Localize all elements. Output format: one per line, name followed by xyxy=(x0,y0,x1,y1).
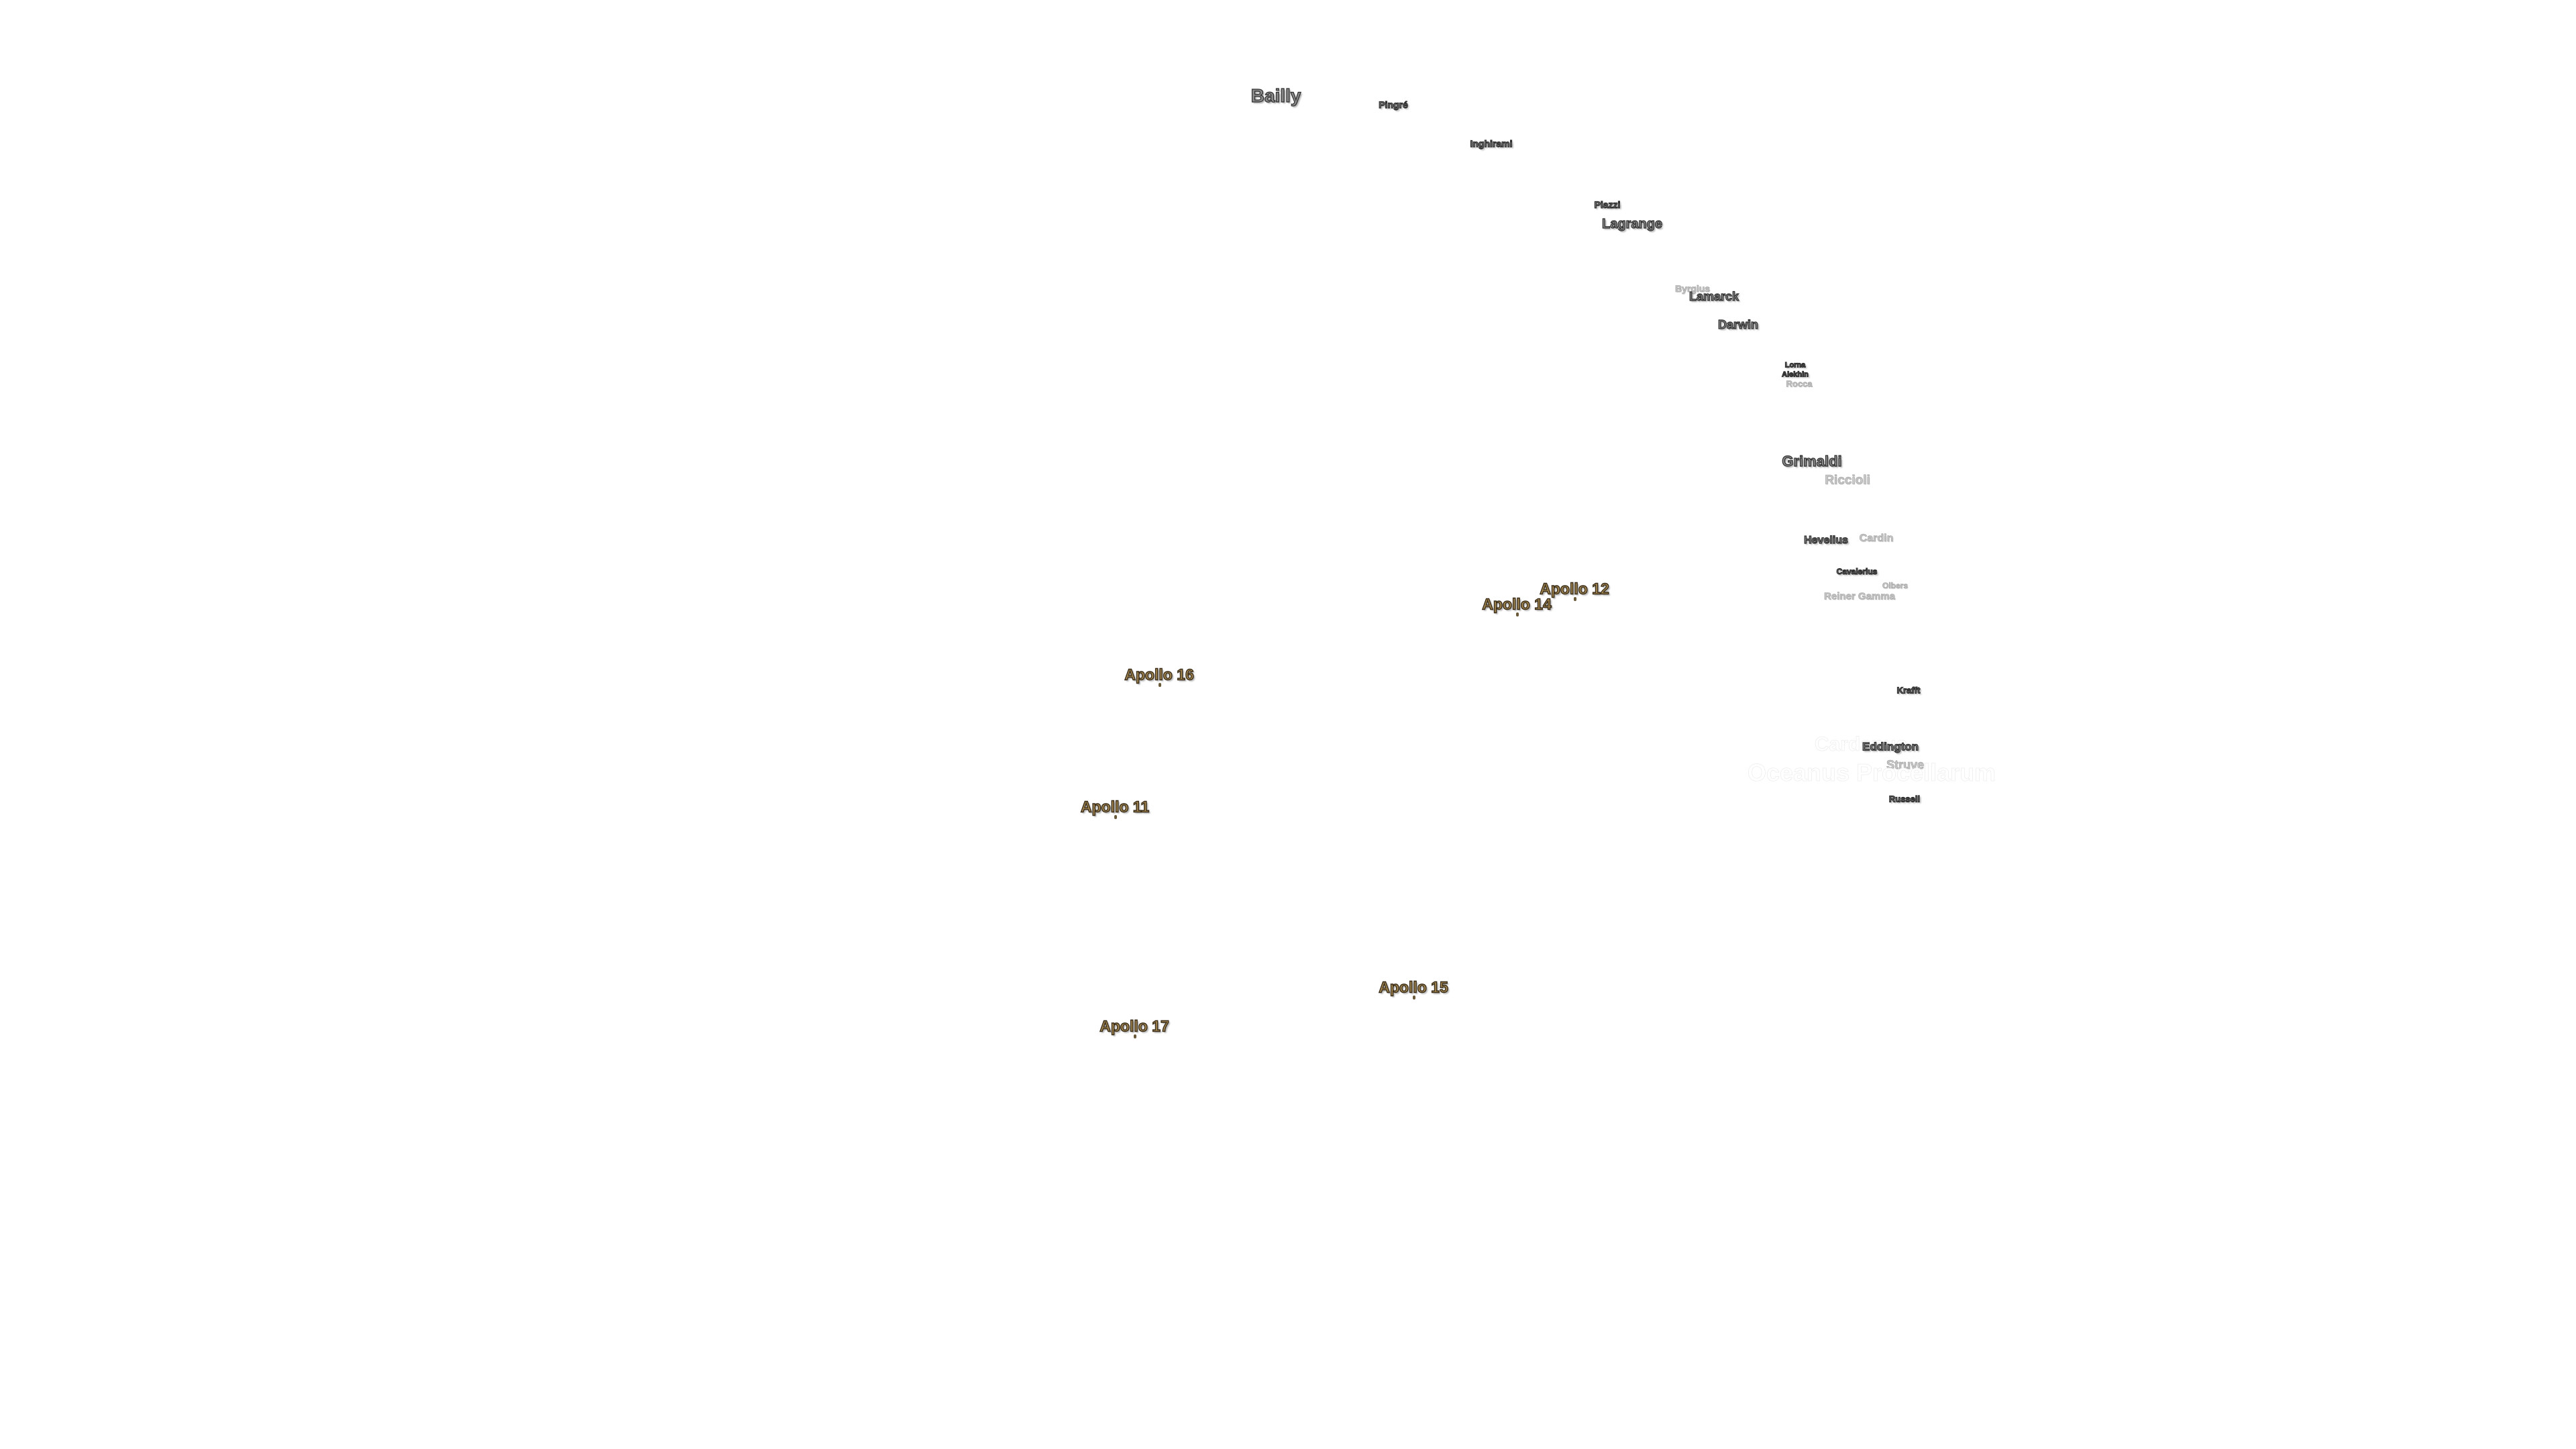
crater-label-lorna: Lorna xyxy=(1784,361,1806,370)
landing-site-marker-apollo-16[interactable] xyxy=(1159,683,1161,687)
crater-label-cardin: Cardin xyxy=(1859,533,1894,544)
landing-site-marker-apollo-14[interactable] xyxy=(1516,612,1519,616)
landing-site-marker-apollo-12[interactable] xyxy=(1574,597,1576,601)
crater-label-rocca: Rocca xyxy=(1786,378,1813,389)
crater-label-darwin: Darwin xyxy=(1717,318,1759,331)
crater-label-eddington: Eddington xyxy=(1862,740,1919,753)
landing-site-label-apollo-11[interactable]: Apollo 11 xyxy=(1080,798,1150,816)
landing-site-label-apollo-16[interactable]: Apollo 16 xyxy=(1124,665,1195,684)
crater-label-krafft: Krafft xyxy=(1896,685,1921,696)
crater-label-lamarck: Lamarck xyxy=(1688,290,1739,303)
crater-label-grimaldi: Grimaldi xyxy=(1782,453,1842,470)
crater-label-pingr: Pingré xyxy=(1379,99,1409,110)
crater-label-olbers: Olbers xyxy=(1882,581,1909,590)
landing-site-label-apollo-14[interactable]: Apollo 14 xyxy=(1482,595,1552,613)
crater-label-russell: Russell xyxy=(1888,794,1921,804)
landing-site-marker-apollo-11[interactable] xyxy=(1114,815,1117,819)
landing-site-label-apollo-12[interactable]: Apollo 12 xyxy=(1540,580,1610,598)
landing-site-marker-apollo-15[interactable] xyxy=(1413,996,1415,1000)
crater-label-oceanus-procellarum: Oceanus Procellarum xyxy=(1747,759,1996,786)
crater-label-hevelius: Hevelius xyxy=(1803,535,1848,546)
crater-label-piazzi: Piazzi xyxy=(1594,199,1621,210)
crater-label-lagrange: Lagrange xyxy=(1601,217,1663,231)
crater-label-struve: Struve xyxy=(1886,758,1925,771)
crater-label-alekhin: Alekhin xyxy=(1782,370,1809,379)
crater-label-bailly: Bailly xyxy=(1250,85,1301,106)
crater-label-cavalerius: Cavalerius xyxy=(1836,567,1878,576)
crater-label-riccioli: Riccioli xyxy=(1825,473,1870,488)
landing-site-label-apollo-15[interactable]: Apollo 15 xyxy=(1379,978,1449,996)
crater-label-reiner-gamma: Reiner Gamma xyxy=(1824,590,1895,602)
crater-label-byrgius: Byrgius xyxy=(1674,283,1711,294)
landing-site-label-apollo-17[interactable]: Apollo 17 xyxy=(1099,1017,1170,1035)
landing-site-marker-apollo-17[interactable] xyxy=(1134,1034,1136,1038)
crater-label-cardanus: Cardanus xyxy=(1814,733,1908,755)
crater-label-inghirami: Inghirami xyxy=(1470,138,1513,149)
